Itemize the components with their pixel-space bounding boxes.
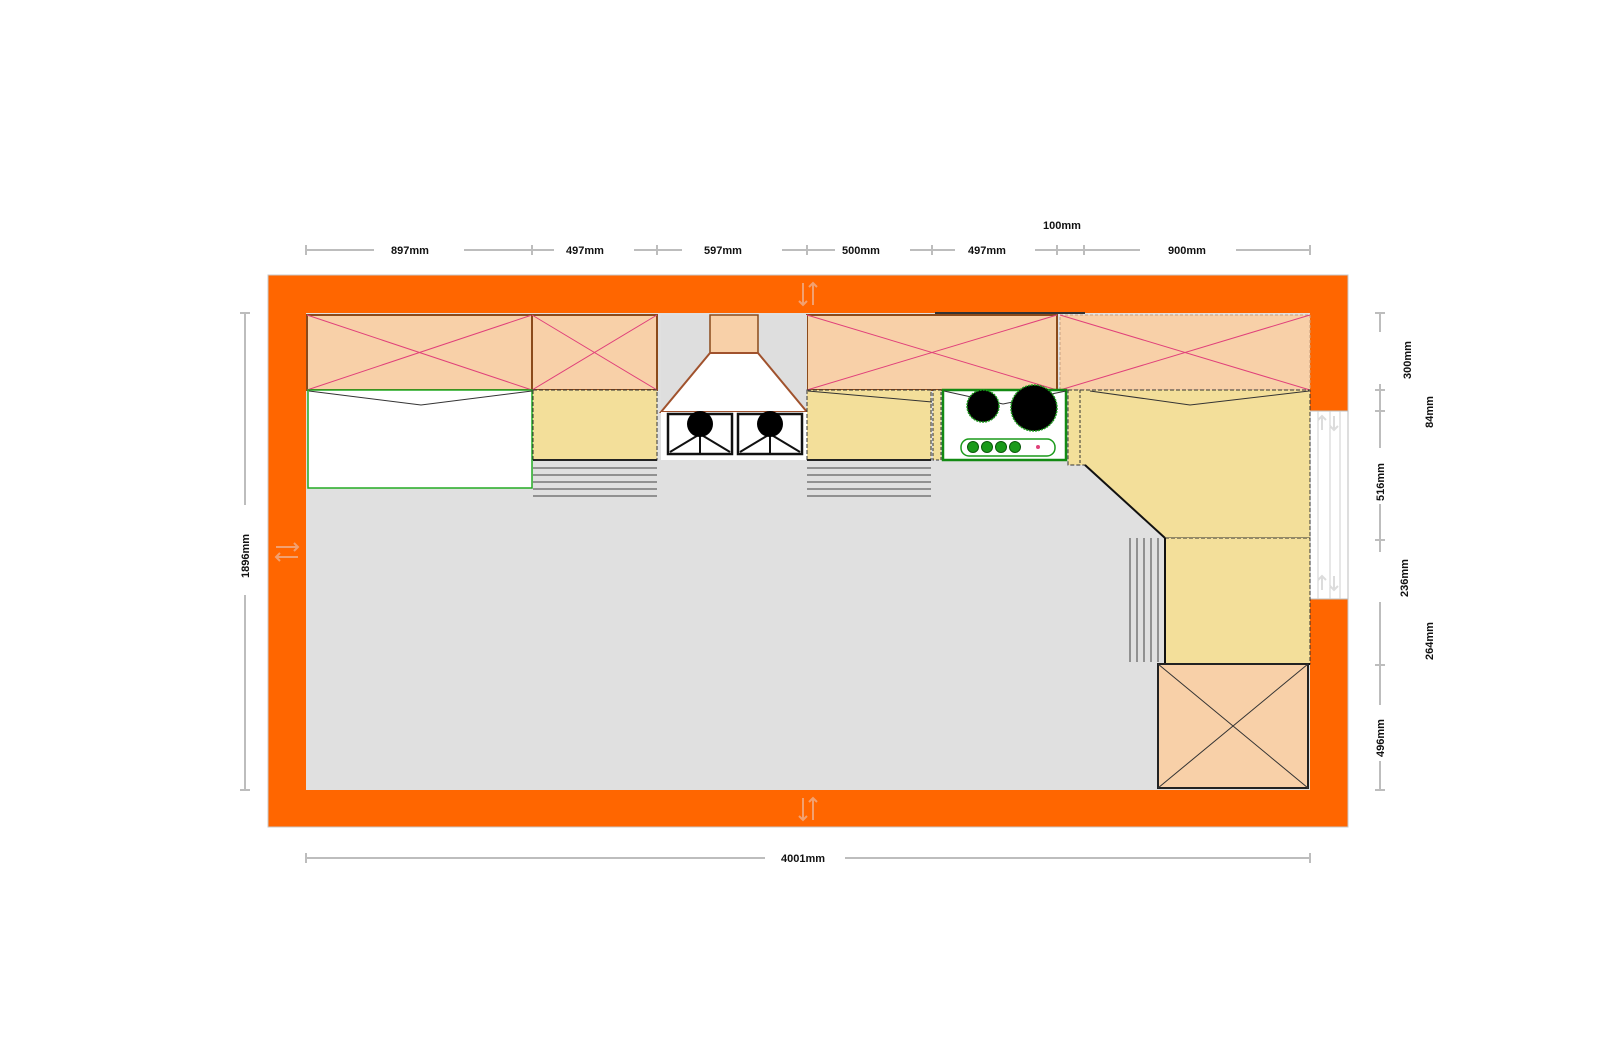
- fridge[interactable]: [307, 389, 533, 489]
- tall-cabinet[interactable]: [1157, 663, 1309, 789]
- dim-top-5: 497mm: [968, 245, 1006, 257]
- dim-right-6: 496mm: [1375, 719, 1387, 757]
- wall-cabinet-3[interactable]: [806, 314, 1058, 391]
- drawer-lines-1: [533, 467, 657, 497]
- base-cabinet-2[interactable]: [806, 389, 933, 461]
- gas-burner-2: [757, 411, 783, 437]
- electric-hob[interactable]: [941, 384, 1068, 462]
- dim-top-1: 897mm: [391, 245, 429, 257]
- base-cabinet-1[interactable]: [532, 389, 658, 461]
- hotplate-2: [1010, 384, 1058, 432]
- wall-arrow-top[interactable]: [798, 281, 818, 307]
- hotplate-1: [966, 389, 1000, 423]
- dim-right-1: 300mm: [1402, 341, 1414, 379]
- hob-indicator: [1036, 445, 1040, 449]
- window[interactable]: [1309, 410, 1349, 600]
- wall-cabinet-1[interactable]: [306, 314, 533, 391]
- dim-bottom-total: 4001mm: [781, 853, 825, 865]
- hob-knob-1: [967, 441, 979, 453]
- drawer-lines-2: [807, 467, 931, 497]
- dimension-right: 300mm 84mm 516mm 236mm 264mm 496mm: [1372, 312, 1436, 791]
- hob-knob-3: [995, 441, 1007, 453]
- dim-right-3: 516mm: [1375, 463, 1387, 501]
- dim-right-4: 236mm: [1399, 559, 1411, 597]
- gas-hob[interactable]: [661, 411, 807, 460]
- filler-panel: [932, 389, 942, 461]
- dim-top-extra: 100mm: [1043, 220, 1081, 232]
- dim-top-6: 900mm: [1168, 245, 1206, 257]
- dimension-left: 1896mm: [237, 312, 253, 791]
- wall-cabinet-2[interactable]: [531, 314, 658, 391]
- gas-burner-1: [687, 411, 713, 437]
- dim-right-2: 84mm: [1424, 396, 1436, 428]
- dim-top-2: 497mm: [566, 245, 604, 257]
- wall-cabinet-4[interactable]: [1059, 314, 1311, 391]
- dim-top-4: 500mm: [842, 245, 880, 257]
- dimension-top: 897mm 497mm 597mm 500mm 497mm 900mm 100m…: [305, 220, 1311, 258]
- dim-top-3: 597mm: [704, 245, 742, 257]
- hob-knob-4: [1009, 441, 1021, 453]
- dimension-bottom: 4001mm: [305, 850, 1311, 866]
- hob-knob-2: [981, 441, 993, 453]
- wall-arrow-bottom[interactable]: [798, 796, 818, 822]
- wall-arrow-left[interactable]: [274, 542, 300, 562]
- base-cabinet-right[interactable]: [1164, 537, 1311, 665]
- range-hood[interactable]: [658, 314, 810, 413]
- drawer-lines-3: [1129, 538, 1159, 662]
- dim-left-total: 1896mm: [240, 534, 252, 578]
- dim-right-5: 264mm: [1424, 622, 1436, 660]
